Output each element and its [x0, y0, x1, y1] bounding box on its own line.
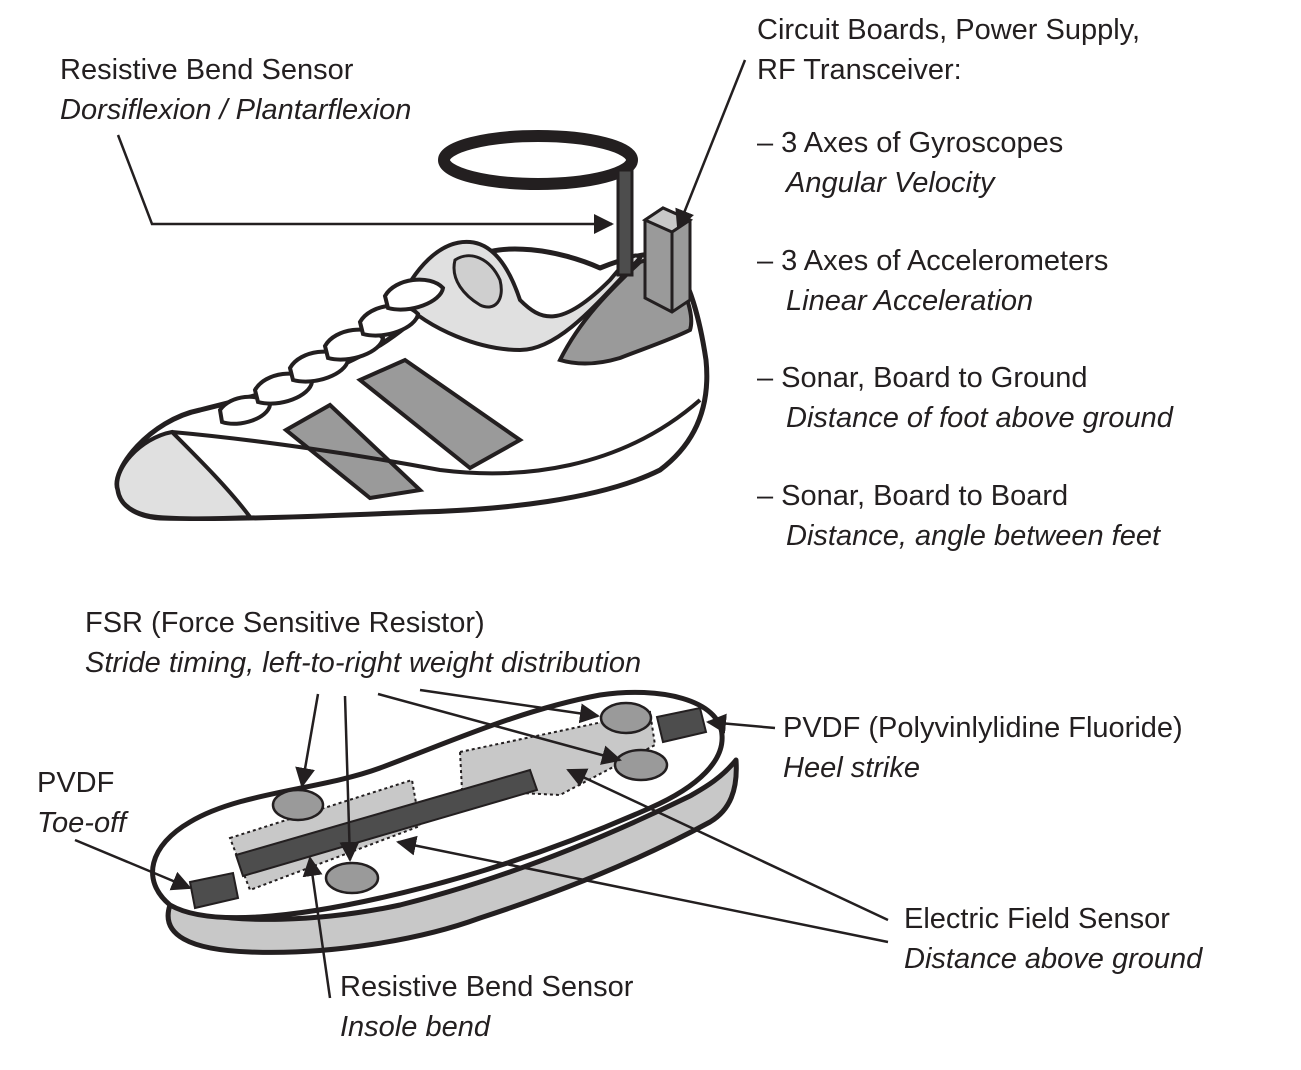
label-fsr: FSR (Force Sensitive Resistor) Stride ti…	[85, 603, 641, 683]
sonar-board-title: – Sonar, Board to Board	[757, 480, 1069, 512]
shoe-leader-lines	[116, 59, 747, 234]
fsr-title: FSR (Force Sensitive Resistor)	[85, 607, 485, 639]
pvdf-heel-subtitle: Heel strike	[783, 752, 920, 784]
label-gyroscopes: – 3 Axes of Gyroscopes Angular Velocity	[757, 123, 1063, 203]
accel-subtitle: Linear Acceleration	[786, 285, 1034, 317]
pvdf-toe-title: PVDF	[37, 767, 115, 799]
pvdf-heel-title: PVDF (Polyvinlylidine Fluoride)	[783, 712, 1183, 744]
sonar-board-subtitle: Distance, angle between feet	[786, 520, 1161, 552]
efield-title: Electric Field Sensor	[904, 903, 1170, 935]
sonar-ground-subtitle: Distance of foot above ground	[786, 402, 1173, 434]
leader-ankle-bend	[116, 134, 614, 234]
insole-bend-title: Resistive Bend Sensor	[340, 971, 634, 1003]
shoe-toe-cap	[115, 429, 254, 521]
label-electric-field: Electric Field Sensor Distance above gro…	[904, 899, 1202, 979]
label-ankle-bend-sensor: Resistive Bend Sensor Dorsiflexion / Pla…	[60, 50, 411, 130]
fsr-pad-3	[599, 701, 653, 735]
insole-leader-lines	[74, 688, 889, 999]
label-accelerometers: – 3 Axes of Accelerometers Linear Accele…	[757, 241, 1108, 321]
ankle-bend-sensor-strip	[616, 168, 634, 277]
pvdf-toe-pad	[188, 871, 240, 910]
leader-efield-1	[566, 768, 889, 922]
fsr-pad-1	[271, 788, 325, 822]
label-pvdf-heel: PVDF (Polyvinlylidine Fluoride) Heel str…	[783, 708, 1183, 788]
ankle-bend-subtitle: Dorsiflexion / Plantarflexion	[60, 94, 412, 126]
ankle-bend-title: Resistive Bend Sensor	[60, 54, 354, 86]
label-sonar-board: – Sonar, Board to Board Distance, angle …	[757, 476, 1160, 556]
leader-circuit	[675, 59, 747, 230]
sneaker-illustration	[114, 130, 710, 522]
shoe-laces	[217, 277, 446, 426]
leader-fsr-4	[377, 692, 622, 765]
leader-fsr-3	[419, 688, 600, 724]
pvdf-heel-pad	[655, 706, 708, 744]
pvdf-toe-subtitle: Toe-off	[37, 807, 127, 839]
shoe-stripe-1	[282, 402, 425, 501]
gyro-subtitle: Angular Velocity	[786, 167, 995, 199]
circuit-board-box	[641, 206, 694, 314]
insole-bend-sensor-strip	[234, 768, 539, 878]
circuit-title-line1: Circuit Boards, Power Supply,	[757, 14, 1141, 46]
shoe-sole-line	[171, 398, 702, 476]
efield-patch-rear	[458, 710, 657, 797]
ankle-strap	[438, 130, 638, 190]
leader-efield-2	[396, 835, 889, 944]
circuit-title-line2: RF Transceiver:	[757, 54, 962, 86]
shoe-collar-inner	[452, 254, 503, 309]
insole-illustration	[150, 689, 739, 955]
leader-fsr-1	[295, 693, 320, 788]
label-insole-bend-sensor: Resistive Bend Sensor Insole bend	[340, 967, 633, 1047]
leader-pvdf-toe	[74, 838, 192, 891]
shoe-stripe-2	[356, 357, 524, 471]
fsr-pad-2	[324, 861, 380, 895]
label-sonar-ground: – Sonar, Board to Ground Distance of foo…	[757, 358, 1173, 438]
label-pvdf-toe: PVDF Toe-off	[37, 763, 126, 843]
label-circuit-boards: Circuit Boards, Power Supply, RF Transce…	[757, 10, 1140, 90]
insole-bend-subtitle: Insole bend	[340, 1011, 490, 1043]
gyro-title: – 3 Axes of Gyroscopes	[757, 127, 1064, 159]
accel-title: – 3 Axes of Accelerometers	[757, 245, 1109, 277]
efield-subtitle: Distance above ground	[904, 943, 1203, 975]
sonar-ground-title: – Sonar, Board to Ground	[757, 362, 1088, 394]
insole-side	[165, 757, 739, 955]
fsr-subtitle: Stride timing, left-to-right weight dist…	[85, 647, 642, 679]
leader-fsr-2	[339, 695, 360, 862]
leader-insole-bend	[302, 856, 332, 999]
leader-pvdf-heel	[706, 713, 776, 734]
fsr-pad-4	[613, 748, 669, 782]
